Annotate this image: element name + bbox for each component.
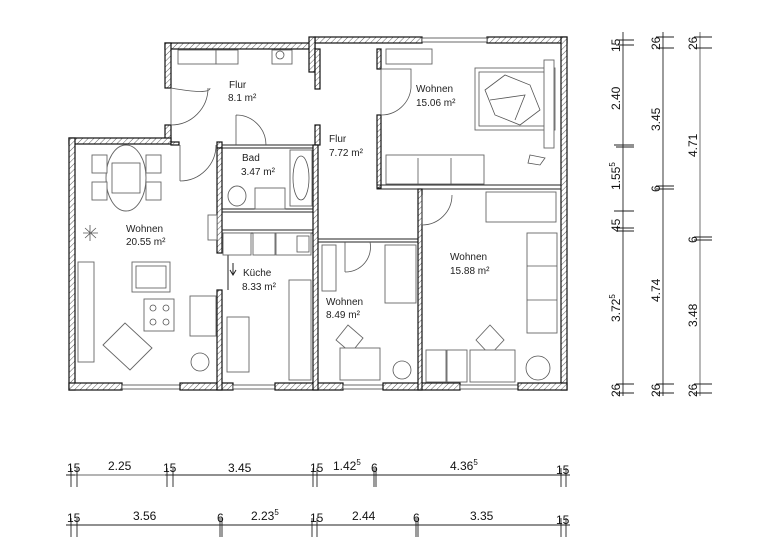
room-area-kueche: 8.33 m² <box>242 282 277 293</box>
dim-label: 2.235 <box>251 508 279 523</box>
dim-superscript: 5 <box>473 458 478 467</box>
dim-superscript: 5 <box>608 162 617 167</box>
dim-label: 3.48 <box>686 303 700 327</box>
dimension-row-bottom-2: 15 3.56 6 2.235 15 2.44 6 3.35 15 <box>66 508 570 537</box>
dim-value: 2.23 <box>251 509 275 523</box>
dim-label: 26 <box>609 383 623 397</box>
room-name-wohnen-s: Wohnen <box>326 297 363 308</box>
room-area-flur-mid: 7.72 m² <box>329 148 364 159</box>
dim-label: 1.555 <box>608 162 623 190</box>
dim-label: 26 <box>649 36 663 50</box>
exterior-walls <box>68 36 568 391</box>
dimension-col-right-1: 15 2.40 1.555 45 3.725 26 <box>608 32 634 397</box>
dim-label: 15 <box>310 461 324 475</box>
dim-value: 1.55 <box>609 166 623 190</box>
dim-label: 3.56 <box>133 509 157 523</box>
room-area-flur-top: 8.1 m² <box>228 93 257 104</box>
dim-label: 15 <box>609 38 623 52</box>
dim-label: 4.365 <box>450 458 478 473</box>
room-name-wohnen-se: Wohnen <box>450 252 487 263</box>
dim-label: 6 <box>686 236 700 243</box>
dim-label: 3.45 <box>649 107 663 131</box>
dim-label: 2.40 <box>609 86 623 110</box>
dim-label: 26 <box>686 36 700 50</box>
dimension-row-bottom-1: 15 2.25 15 3.45 15 1.425 6 4.365 15 <box>66 458 570 487</box>
room-labels: Flur 8.1 m² Flur 7.72 m² Wohnen 15.06 m²… <box>126 80 490 321</box>
dim-label: 6 <box>649 185 663 192</box>
dim-superscript: 5 <box>356 458 361 467</box>
dim-label: 3.725 <box>608 294 623 322</box>
dim-superscript: 5 <box>274 508 279 517</box>
dim-label: 26 <box>649 383 663 397</box>
dim-label: 1.425 <box>333 458 361 473</box>
dimension-col-right-3: 26 4.71 6 3.48 26 <box>686 32 712 397</box>
dim-label: 2.44 <box>352 509 376 523</box>
room-name-flur-top: Flur <box>229 80 247 91</box>
room-name-bad: Bad <box>242 153 260 164</box>
doors <box>170 68 453 290</box>
dim-label: 4.74 <box>649 278 663 302</box>
dim-label: 15 <box>556 513 570 527</box>
room-name-flur-mid: Flur <box>329 134 347 145</box>
dim-label: 15 <box>67 461 81 475</box>
dim-label: 6 <box>217 511 224 525</box>
room-name-kueche: Küche <box>243 268 272 279</box>
dim-value: 1.42 <box>333 459 357 473</box>
room-name-wohnen-ne: Wohnen <box>416 84 453 95</box>
dim-label: 45 <box>609 218 623 232</box>
dim-value: 4.36 <box>450 459 474 473</box>
room-area-wohnen-s: 8.49 m² <box>326 310 361 321</box>
dim-superscript: 5 <box>608 294 617 299</box>
room-area-wohnen-ne: 15.06 m² <box>416 98 456 109</box>
dim-value: 3.72 <box>609 298 623 322</box>
dim-label: 15 <box>556 463 570 477</box>
dim-label: 15 <box>67 511 81 525</box>
interior-walls <box>170 48 562 391</box>
dim-label: 15 <box>310 511 324 525</box>
room-area-wohnen-se: 15.88 m² <box>450 266 490 277</box>
dim-label: 6 <box>371 461 378 475</box>
dim-label: 3.35 <box>470 509 494 523</box>
dimension-col-right-2: 26 3.45 6 4.74 26 <box>649 32 674 397</box>
furniture <box>77 48 558 383</box>
dim-label: 3.45 <box>228 461 252 475</box>
dim-label: 26 <box>686 383 700 397</box>
dim-label: 15 <box>163 461 177 475</box>
room-name-wohnen-w: Wohnen <box>126 224 163 235</box>
dim-label: 2.25 <box>108 459 132 473</box>
dim-label: 4.71 <box>686 133 700 157</box>
dim-label: 6 <box>413 511 420 525</box>
room-area-wohnen-w: 20.55 m² <box>126 237 166 248</box>
room-area-bad: 3.47 m² <box>241 167 276 178</box>
